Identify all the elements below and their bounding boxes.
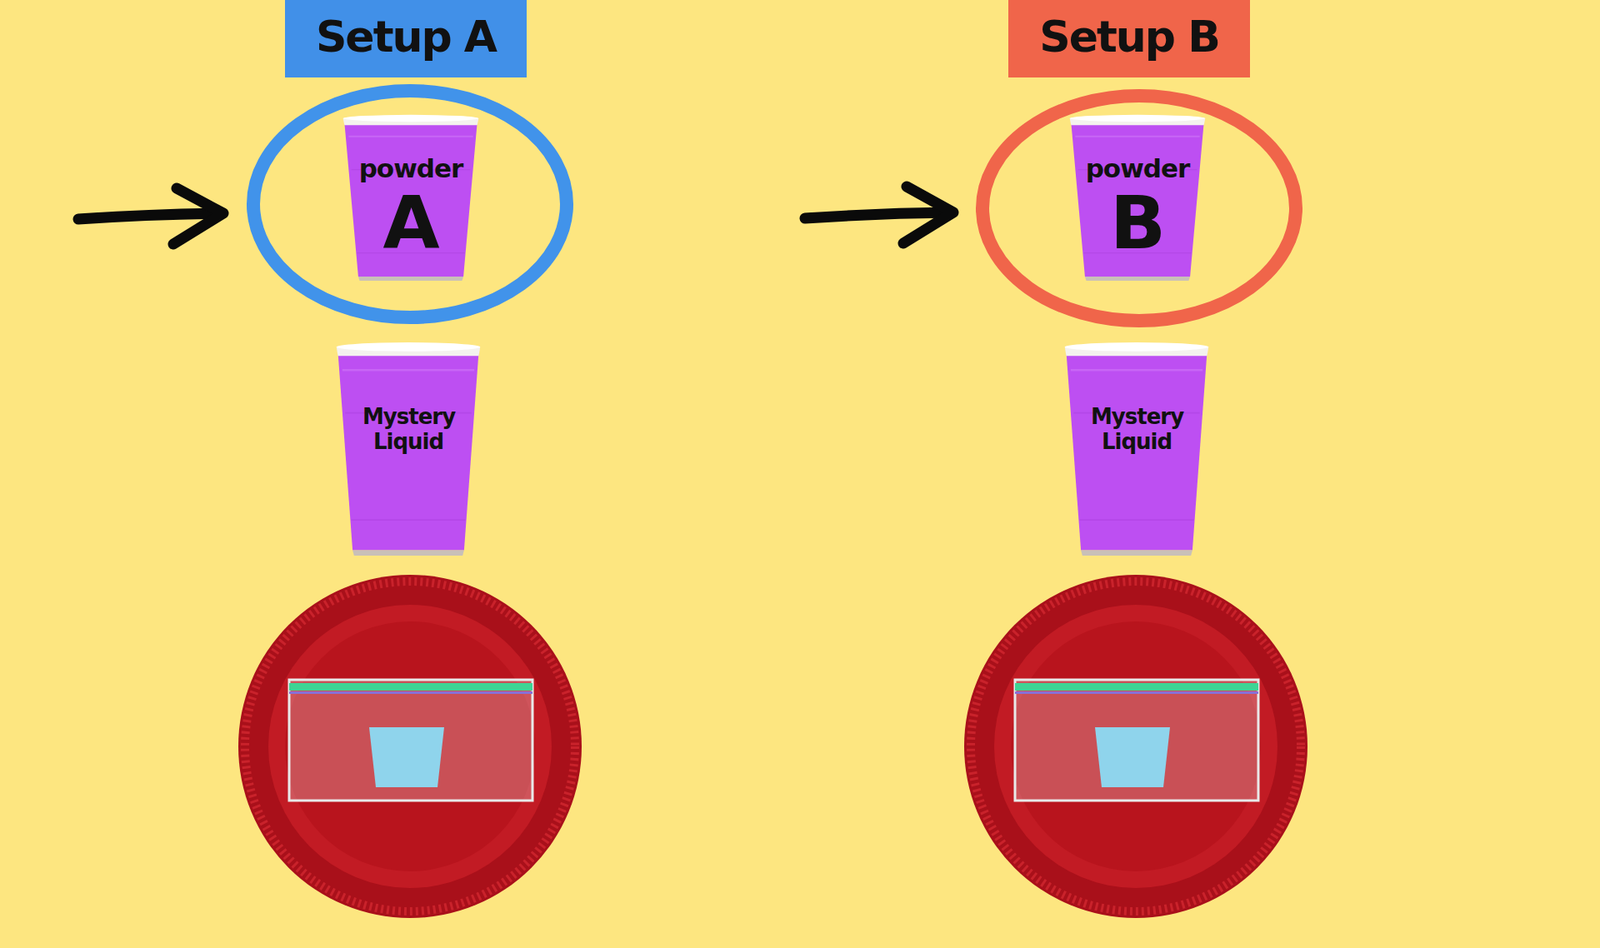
highlight-circle	[253, 90, 567, 318]
cup-label: powder	[359, 155, 464, 182]
pointer-arrow	[805, 186, 954, 244]
zip-bag	[1015, 680, 1259, 801]
highlight-circle	[982, 95, 1296, 321]
cup-label: A	[382, 186, 439, 260]
small-cup	[369, 727, 445, 788]
small-cup	[1095, 727, 1170, 788]
pointer-arrow	[78, 188, 224, 245]
cup-label: Mystery Liquid	[1090, 405, 1183, 455]
zip-bag	[289, 680, 533, 801]
cup-label: B	[1110, 186, 1165, 260]
liquid-cup: Mystery Liquid	[335, 341, 482, 556]
setup-label: Setup A	[285, 0, 527, 78]
cup-label: Mystery Liquid	[362, 405, 455, 455]
plate	[238, 575, 582, 919]
plate	[964, 575, 1308, 919]
setup-title: Setup A	[315, 15, 496, 59]
setup-label: Setup B	[1008, 0, 1250, 78]
setup-title: Setup B	[1039, 15, 1220, 59]
liquid-cup: Mystery Liquid	[1063, 341, 1210, 556]
powder-cup: powderA	[341, 114, 480, 281]
cup-label: powder	[1085, 155, 1190, 182]
powder-cup: powderB	[1068, 114, 1207, 281]
